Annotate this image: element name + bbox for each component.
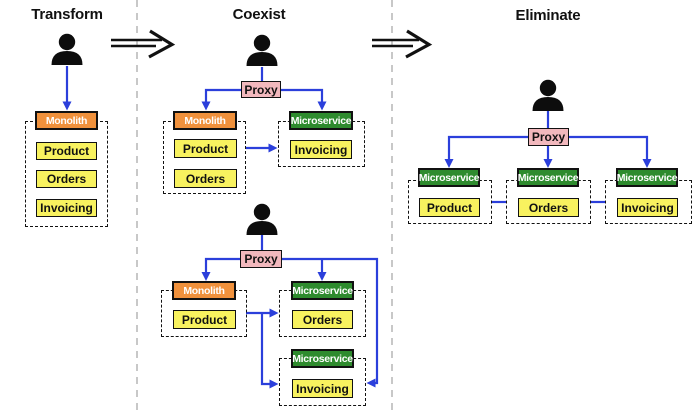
wire-el-proxy-to-ms1 — [444, 135, 528, 168]
wire-el-proxy-to-ms3 — [569, 135, 652, 168]
coexist-bottom-ms-orders-header: Microservice — [291, 281, 354, 300]
coexist-bottom-ms-invoicing-header: Microservice — [291, 349, 354, 368]
coexist-bottom-monolith-header: Monolith — [172, 281, 236, 300]
phase-separator-2 — [391, 0, 393, 412]
transition-arrow-transform-to-coexist — [111, 29, 176, 59]
eliminate-service-product: Product — [419, 198, 480, 217]
wire-cb-proxy-to-monolith — [201, 257, 240, 281]
coexist-bottom-proxy: Proxy — [240, 250, 282, 268]
wire-ct-proxy-to-monolith — [201, 88, 241, 111]
wire-cb-monolith-to-invoicing — [260, 313, 279, 389]
eliminate-ms-invoicing-header: Microservice — [616, 168, 678, 187]
user-icon-transform — [51, 33, 83, 65]
coexist-bottom-service-orders: Orders — [292, 310, 353, 329]
eliminate-proxy: Proxy — [528, 128, 569, 146]
user-icon-coexist-top — [246, 34, 278, 66]
coexist-top-service-product: Product — [174, 139, 237, 158]
phase-title-coexist: Coexist — [232, 6, 286, 23]
coexist-top-microservice-header: Microservice — [289, 111, 353, 130]
wire-ct-proxy-to-microservice — [281, 88, 327, 111]
transform-monolith-header: Monolith — [35, 111, 98, 130]
coexist-top-proxy: Proxy — [241, 81, 281, 98]
user-icon-coexist-bottom — [246, 203, 278, 235]
phase-title-eliminate: Eliminate — [515, 7, 581, 24]
transform-service-orders: Orders — [36, 170, 97, 188]
coexist-bottom-service-product: Product — [173, 310, 236, 329]
transform-service-invoicing: Invoicing — [36, 199, 97, 217]
phase-title-transform: Transform — [31, 6, 103, 23]
transform-service-product: Product — [36, 142, 97, 160]
transition-arrow-coexist-to-eliminate — [372, 29, 433, 59]
coexist-top-service-orders: Orders — [174, 169, 237, 188]
coexist-top-monolith-header: Monolith — [173, 111, 237, 130]
phase-separator-1 — [136, 0, 138, 412]
user-icon-eliminate — [532, 79, 564, 111]
eliminate-ms-orders-header: Microservice — [517, 168, 579, 187]
eliminate-ms-product-header: Microservice — [418, 168, 480, 187]
wire-cb-proxy-to-ms-invoicing — [281, 257, 379, 388]
eliminate-service-invoicing: Invoicing — [617, 198, 678, 217]
coexist-bottom-service-invoicing: Invoicing — [292, 379, 353, 398]
coexist-top-service-invoicing: Invoicing — [290, 140, 352, 159]
eliminate-service-orders: Orders — [518, 198, 579, 217]
